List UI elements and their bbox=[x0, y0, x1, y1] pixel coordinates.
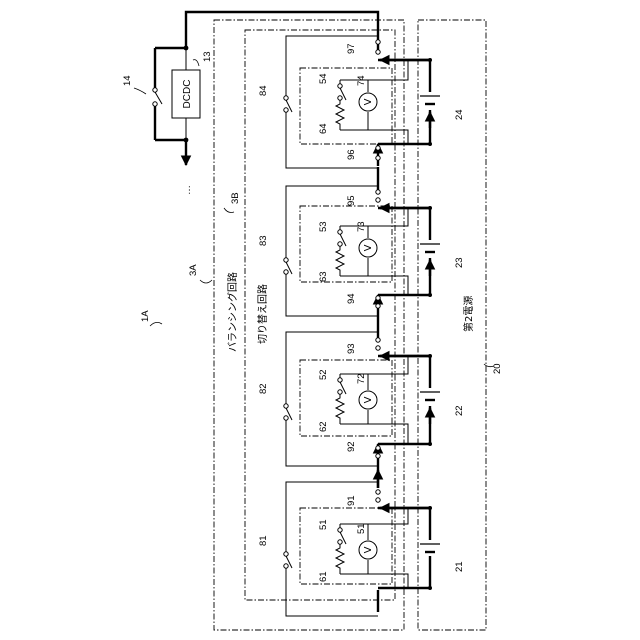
ref-module-switch-52: 52 bbox=[318, 369, 329, 380]
enclosures bbox=[214, 20, 486, 630]
cell-module-frame-3 bbox=[300, 206, 392, 282]
ref-meter-73: 73 bbox=[356, 221, 367, 232]
relay-14 bbox=[153, 88, 162, 106]
ref-node-97: 97 bbox=[346, 43, 357, 54]
ref-resistor-62: 62 bbox=[318, 421, 329, 432]
ref-battery-23: 23 bbox=[454, 257, 465, 268]
ref-1A: 1A bbox=[140, 310, 151, 322]
ref-resistor-63: 63 bbox=[318, 271, 329, 282]
node-switch-points bbox=[376, 40, 380, 502]
ref-3B: 3B bbox=[230, 192, 241, 204]
voltmeter-symbol-2: V bbox=[363, 396, 374, 403]
voltmeter-symbol-1: V bbox=[363, 546, 374, 553]
ref-meter-51: 51 bbox=[356, 523, 367, 534]
ref-module-switch-53: 53 bbox=[318, 221, 329, 232]
thin-wiring bbox=[186, 36, 408, 616]
batteries bbox=[420, 96, 440, 552]
ref-13: 13 bbox=[202, 51, 213, 62]
ref-resistor-61: 61 bbox=[318, 571, 329, 582]
reference-labels: 1A 3A 3B 20 13 14 バランシング回路 切り替え回路 第2電源 8… bbox=[122, 43, 503, 582]
ref-resistor-64: 64 bbox=[318, 123, 329, 134]
ref-battery-22: 22 bbox=[454, 405, 465, 416]
voltmeter-symbol-3: V bbox=[363, 244, 374, 251]
ref-module-switch-54: 54 bbox=[318, 73, 329, 84]
ref-switch-83: 83 bbox=[258, 235, 269, 246]
second-power-source-label: 第2電源 bbox=[462, 296, 475, 332]
ref-node-96: 96 bbox=[346, 149, 357, 160]
ref-node-94: 94 bbox=[346, 293, 357, 304]
dcdc-label: DCDC bbox=[182, 80, 193, 109]
cell-module-frame-4 bbox=[300, 68, 392, 144]
voltmeter-symbol-4: V bbox=[363, 98, 374, 105]
second-power-source-frame bbox=[418, 20, 486, 630]
ref-20: 20 bbox=[492, 363, 503, 374]
ref-battery-24: 24 bbox=[454, 109, 465, 120]
ref-module-switch-51: 51 bbox=[318, 519, 329, 530]
balancing-circuit-label: バランシング回路 bbox=[226, 272, 239, 352]
ref-node-95: 95 bbox=[346, 195, 357, 206]
ref-node-93: 93 bbox=[346, 343, 357, 354]
ref-14: 14 bbox=[122, 75, 133, 86]
dcdc-converter: DCDC bbox=[172, 70, 200, 118]
ref-switch-81: 81 bbox=[258, 535, 269, 546]
ref-meter-74: 74 bbox=[356, 75, 367, 86]
ref-battery-21: 21 bbox=[454, 561, 465, 572]
switching-circuit-label: 切り替え回路 bbox=[256, 284, 269, 344]
cell-module-frame-2 bbox=[300, 360, 392, 436]
ref-switch-82: 82 bbox=[258, 383, 269, 394]
ref-node-92: 92 bbox=[346, 441, 357, 452]
ref-3A: 3A bbox=[188, 264, 199, 276]
ref-meter-72: 72 bbox=[356, 373, 367, 384]
ref-switch-84: 84 bbox=[258, 85, 269, 96]
ref-node-91: 91 bbox=[346, 495, 357, 506]
ellipsis-mark: … bbox=[182, 185, 193, 195]
cell-module-frame-1 bbox=[300, 508, 392, 584]
balancing-circuit-frame bbox=[214, 20, 404, 630]
